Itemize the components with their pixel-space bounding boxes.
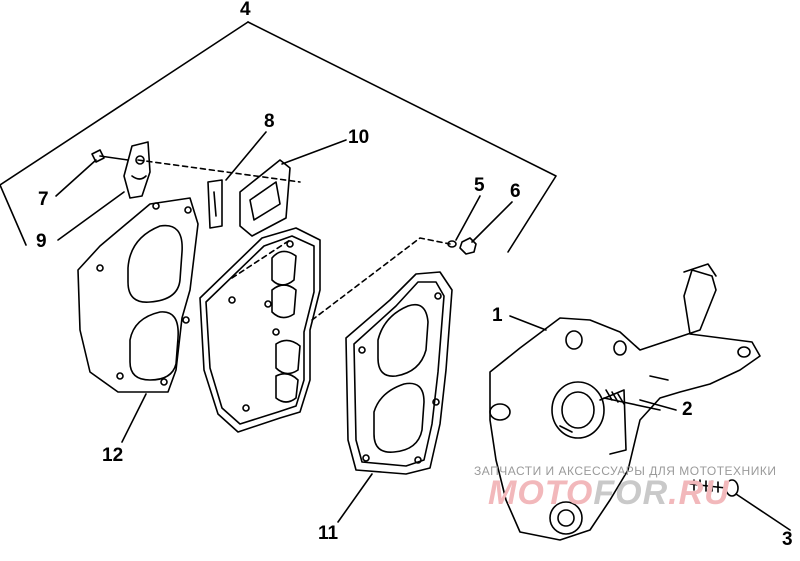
watermark-logo-right: .RU [668,474,730,512]
leader-10 [281,139,347,165]
callout-12: 12 [102,445,124,466]
screw-part-7 [91,149,129,163]
alignment-line [231,239,291,279]
callout-6: 6 [510,181,521,202]
watermark-logo: MOTOFOR.RU [488,474,730,513]
intermediate-plate [199,227,321,433]
callout-1: 1 [492,305,503,326]
callout-10: 10 [348,127,370,148]
callout-8: 8 [264,111,275,132]
nut-part-6 [459,237,477,255]
group-4-bracket [0,21,249,246]
plate-part-8 [207,179,223,229]
leader-8 [225,131,267,181]
leader-3 [735,493,791,531]
watermark-logo-mid: FOR [593,474,669,512]
alignment-line [311,237,451,321]
washer-part-5 [447,240,457,248]
callout-2: 2 [682,399,693,420]
callout-4: 4 [240,0,251,20]
leader-5 [455,195,481,241]
gasket-part-11 [345,271,453,475]
stud-part-2 [603,389,661,411]
leader-11 [337,473,373,523]
alignment-line [137,159,301,183]
leader-6 [471,201,513,243]
group-4-bracket-right [247,21,557,253]
leader-7 [55,159,97,197]
callout-9: 9 [36,231,47,252]
gasket-part-12 [77,197,199,393]
callout-5: 5 [474,175,485,196]
callout-11: 11 [318,523,339,544]
callout-3: 3 [782,529,793,550]
cover-part-10 [239,159,291,237]
plate-part-9 [123,141,151,199]
leader-2 [639,399,677,411]
watermark-tagline: ЗАПЧАСТИ И АКСЕССУАРЫ ДЛЯ МОТОТЕХНИКИ [474,464,777,478]
leader-9 [57,191,125,241]
leader-1 [509,315,547,331]
leader-12 [121,393,147,443]
callout-7: 7 [38,189,49,210]
housing-part-1 [489,263,761,541]
watermark-logo-left: MOTO [488,474,594,512]
bolt-part-3 [689,479,739,497]
